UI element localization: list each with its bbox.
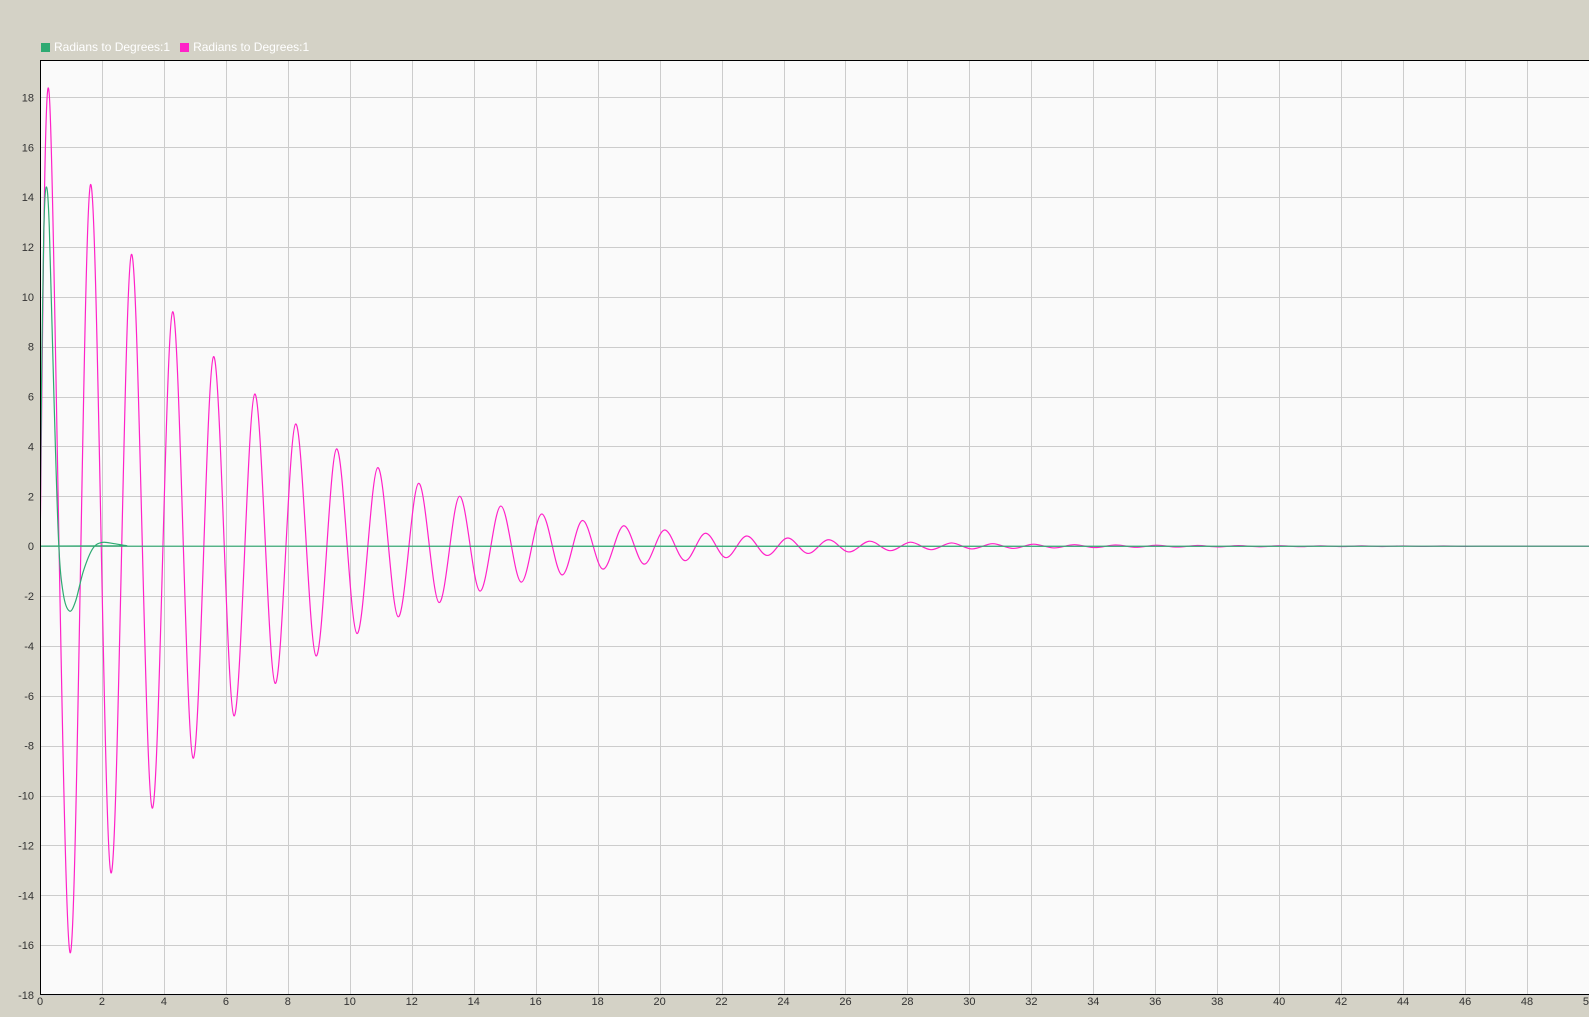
plot-background xyxy=(40,60,1589,995)
legend-item-series-2[interactable]: Radians to Degrees:1 xyxy=(180,40,309,54)
y-tick-label: 10 xyxy=(22,292,34,304)
y-tick-label: -4 xyxy=(24,641,34,653)
plot-frame xyxy=(40,60,1589,995)
x-tick-label: 6 xyxy=(223,996,229,1008)
y-tick-label: -10 xyxy=(18,791,34,803)
legend: Radians to Degrees:1 Radians to Degrees:… xyxy=(41,40,309,54)
y-tick-label: 2 xyxy=(28,491,34,503)
y-tick-label: -16 xyxy=(18,940,34,952)
x-tick-label: 26 xyxy=(839,996,851,1008)
y-tick-label: 0 xyxy=(28,541,34,553)
series-line-1 xyxy=(40,186,1589,612)
x-tick-label: 32 xyxy=(1025,996,1037,1008)
x-tick-label: 38 xyxy=(1211,996,1223,1008)
x-tick-label: 2 xyxy=(99,996,105,1008)
y-tick-label: 8 xyxy=(28,342,34,354)
y-tick-label: -14 xyxy=(18,890,34,902)
x-tick-label: 18 xyxy=(592,996,604,1008)
x-tick-label: 40 xyxy=(1273,996,1285,1008)
x-tick-label: 0 xyxy=(37,996,43,1008)
legend-item-series-1[interactable]: Radians to Degrees:1 xyxy=(41,40,170,54)
x-tick-label: 4 xyxy=(161,996,167,1008)
y-tick-label: -18 xyxy=(18,990,34,1002)
legend-swatch-magenta-icon xyxy=(180,42,190,52)
x-tick-label: 22 xyxy=(715,996,727,1008)
y-tick-label: 14 xyxy=(22,192,34,204)
x-tick-label: 20 xyxy=(653,996,665,1008)
legend-label: Radians to Degrees:1 xyxy=(54,40,171,54)
legend-swatch-green-icon xyxy=(41,42,50,52)
x-tick-label: 34 xyxy=(1087,996,1099,1008)
y-tick-label: -2 xyxy=(24,591,34,603)
x-tick-label: 10 xyxy=(344,996,356,1008)
x-tick-label: 36 xyxy=(1149,996,1161,1008)
y-tick-label: 12 xyxy=(22,242,34,254)
x-tick-label: 30 xyxy=(963,996,975,1008)
y-tick-label: -6 xyxy=(24,691,34,703)
x-tick-label: 24 xyxy=(777,996,789,1008)
y-tick-label: 16 xyxy=(22,142,34,154)
y-axis-ticks: -18 -16 -14 -12 -10 -8 -6 -4 -2 0 2 4 6 8 10 12 14 16 18 xyxy=(18,92,34,1002)
series-line-2 xyxy=(40,87,1589,954)
y-tick-label: 6 xyxy=(28,392,34,404)
x-tick-label: 28 xyxy=(901,996,913,1008)
x-tick-label: 14 xyxy=(468,996,480,1008)
x-tick-label: 42 xyxy=(1335,996,1347,1008)
series-layer xyxy=(40,87,1589,954)
x-tick-label: 8 xyxy=(285,996,291,1008)
y-tick-label: 18 xyxy=(22,92,34,104)
x-tick-label: 16 xyxy=(530,996,542,1008)
x-tick-label: 48 xyxy=(1521,996,1533,1008)
y-tick-label: -12 xyxy=(18,840,34,852)
y-tick-label: -8 xyxy=(24,741,34,753)
y-tick-label: 4 xyxy=(28,441,34,453)
x-tick-label: 12 xyxy=(406,996,418,1008)
legend-label: Radians to Degrees:1 xyxy=(193,40,310,54)
x-tick-label: 50 xyxy=(1583,996,1589,1008)
x-tick-label: 46 xyxy=(1459,996,1471,1008)
x-tick-label: 44 xyxy=(1397,996,1409,1008)
